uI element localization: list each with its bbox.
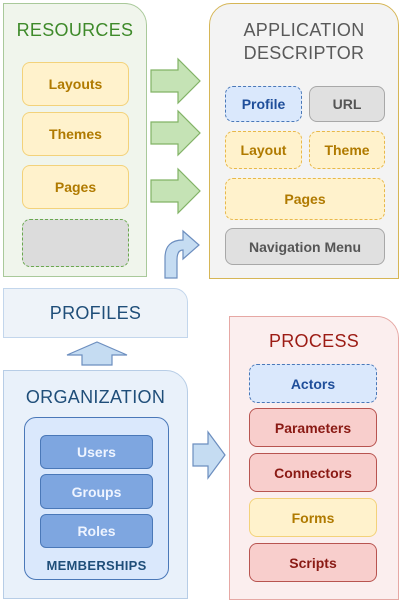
descriptor-url: URL — [309, 86, 385, 122]
users-item: Users — [40, 435, 153, 469]
resources-panel: RESOURCES Layouts Themes Pages — [3, 3, 147, 277]
profiles-panel: PROFILES — [3, 288, 188, 338]
descriptor-pages: Pages — [225, 178, 385, 220]
descriptor-title-line1: APPLICATION — [243, 20, 365, 40]
memberships-box: Users Groups Roles MEMBERSHIPS — [24, 417, 169, 580]
resources-title: RESOURCES — [16, 20, 134, 40]
process-title: PROCESS — [268, 331, 360, 351]
up-arrow-organization — [66, 341, 128, 366]
process-parameters: Parameters — [249, 408, 377, 447]
roles-item: Roles — [40, 514, 153, 548]
organization-panel: ORGANIZATION Users Groups Roles MEMBERSH… — [3, 370, 188, 599]
groups-item: Groups — [40, 474, 153, 509]
process-actors: Actors — [249, 364, 377, 403]
themes-item: Themes — [22, 112, 129, 156]
process-forms: Forms — [249, 498, 377, 537]
descriptor-theme: Theme — [309, 131, 385, 169]
descriptor-title-line2: DESCRIPTOR — [243, 43, 365, 63]
curved-arrow-profile — [164, 229, 200, 279]
descriptor-layout: Layout — [225, 131, 302, 169]
green-arrow-layouts — [150, 57, 201, 105]
green-arrow-themes — [150, 109, 201, 157]
process-panel: PROCESS Actors Parameters Connectors For… — [229, 316, 399, 600]
pages-item: Pages — [22, 165, 129, 209]
memberships-label: MEMBERSHIPS — [46, 558, 147, 573]
right-arrow-process — [192, 430, 226, 480]
descriptor-profile: Profile — [225, 86, 302, 122]
process-connectors: Connectors — [249, 453, 377, 492]
descriptor-navigation-menu: Navigation Menu — [225, 228, 385, 265]
profiles-title: PROFILES — [49, 303, 142, 323]
process-scripts: Scripts — [249, 543, 377, 582]
organization-title: ORGANIZATION — [25, 387, 166, 407]
green-arrow-pages — [150, 167, 201, 215]
application-descriptor-panel: APPLICATION DESCRIPTOR Profile URL Layou… — [209, 3, 399, 279]
layouts-item: Layouts — [22, 62, 129, 106]
empty-resource-slot — [22, 219, 129, 267]
